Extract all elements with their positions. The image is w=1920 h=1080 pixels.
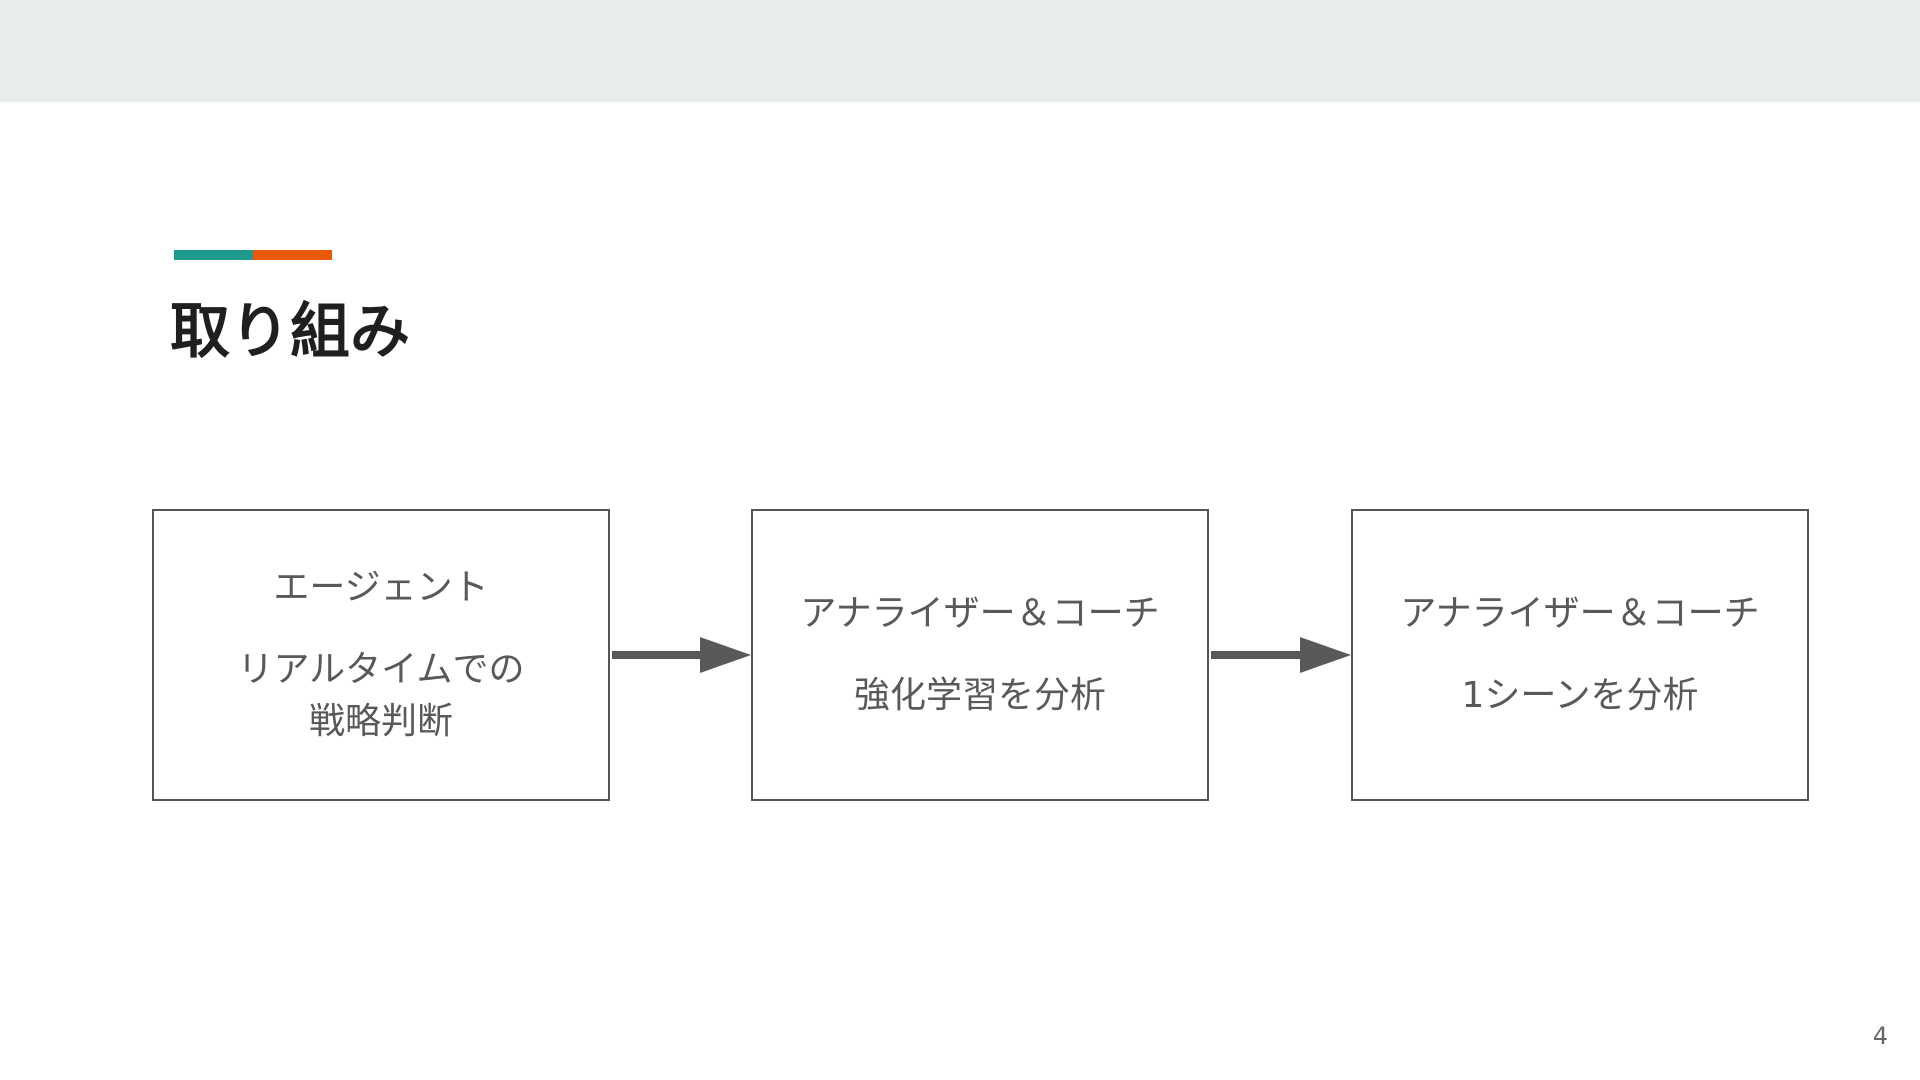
header-band <box>0 0 1920 102</box>
flow-box-desc: リアルタイムでの 戦略判断 <box>237 649 525 742</box>
flow-box-desc: 1シーンを分析 <box>1461 675 1699 716</box>
flow-arrow-2 <box>1211 637 1351 673</box>
page-number: 4 <box>1872 1022 1888 1050</box>
flow-box-desc: 強化学習を分析 <box>853 675 1106 716</box>
flow-box-role: アナライザー＆コーチ <box>1400 593 1760 634</box>
flow-box-role: アナライザー＆コーチ <box>800 593 1160 634</box>
flow-box-analyzer-scene: アナライザー＆コーチ 1シーンを分析 <box>1351 509 1809 801</box>
slide-title: 取り組み <box>170 297 410 367</box>
accent-bar-orange <box>253 250 332 260</box>
flow-box-agent: エージェント リアルタイムでの 戦略判断 <box>152 509 610 801</box>
flow-box-role: エージェント <box>273 567 489 608</box>
accent-bar-teal <box>174 250 253 260</box>
flow-box-analyzer-rl: アナライザー＆コーチ 強化学習を分析 <box>751 509 1209 801</box>
flow-arrow-1 <box>612 637 751 673</box>
